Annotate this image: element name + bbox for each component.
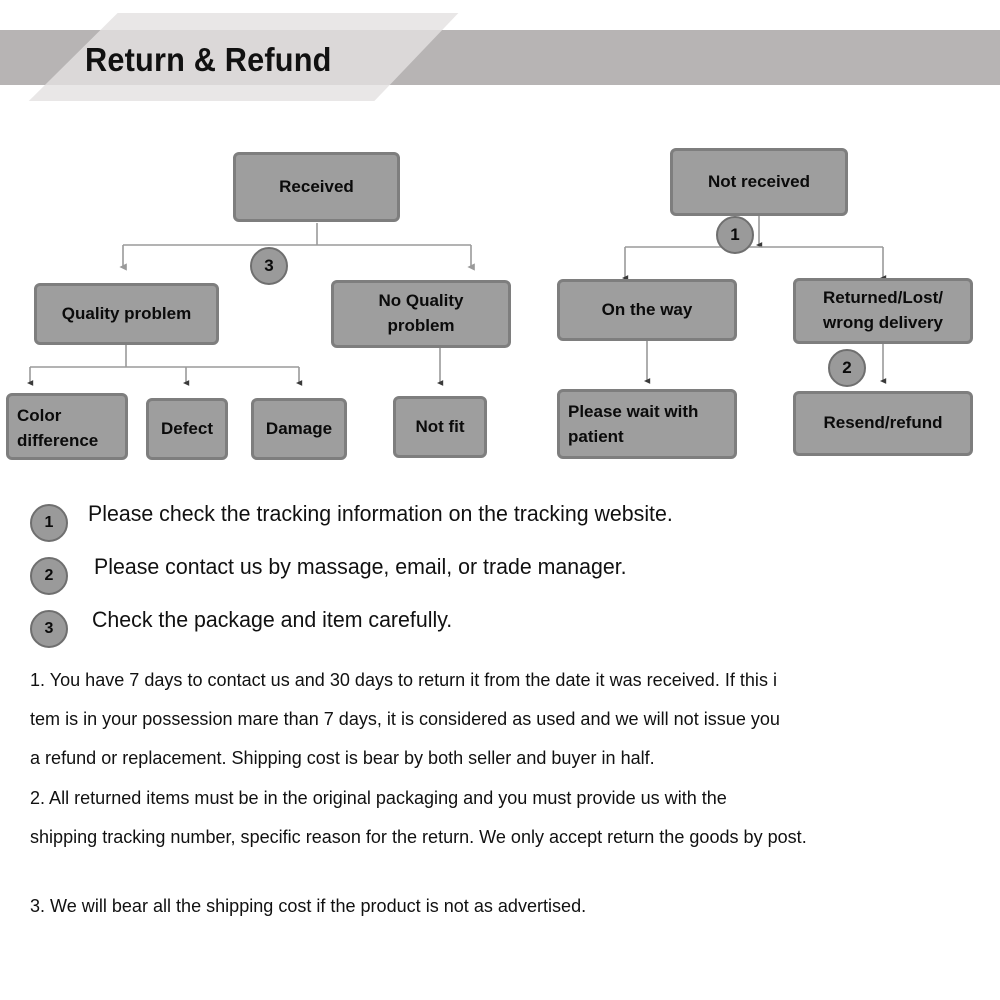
node-on-the-way-label: On the way (601, 299, 693, 319)
node-please-wait-line2: patient (568, 426, 624, 446)
legend-text-3: Check the package and item carefully. (92, 607, 453, 632)
node-defect-label: Defect (161, 418, 213, 438)
node-received[interactable]: Received (233, 152, 400, 222)
paragraph-2: 2. All returned items must be in the ori… (30, 778, 966, 856)
legend-badge-3[interactable]: 3 (30, 610, 68, 648)
legend-badge-1-label: 1 (44, 514, 54, 531)
node-no-quality-problem-line1: No Quality (378, 291, 464, 311)
legend-badge-1[interactable]: 1 (30, 504, 68, 542)
paragraph-2-line-1: 2. All returned items must be in the ori… (30, 787, 727, 808)
node-returned-lost-line2: wrong delivery (823, 313, 943, 332)
legend-item-1: 1 Please check the tracking information … (0, 498, 1000, 551)
node-damage-label: Damage (265, 418, 333, 438)
node-resend-refund[interactable]: Resend/refund (793, 391, 973, 456)
page-header: Return & Refund (0, 0, 1000, 115)
node-quality-problem-label: Quality problem (61, 303, 192, 323)
node-damage[interactable]: Damage (251, 398, 347, 460)
node-on-the-way[interactable]: On the way (557, 279, 737, 341)
node-returned-lost[interactable]: Returned/Lost/ wrong delivery (793, 278, 973, 344)
legend-badge-3-label: 3 (44, 620, 54, 637)
node-color-difference[interactable]: Color difference (6, 393, 128, 460)
node-please-wait[interactable]: Please wait with patient (557, 389, 737, 459)
paragraph-3: 3. We will bear all the shipping cost if… (30, 886, 966, 925)
legend-list: 1 Please check the tracking information … (0, 498, 1000, 657)
legend-item-2: 2 Please contact us by massage, email, o… (0, 551, 1000, 604)
legend-badge-2-label: 2 (44, 567, 54, 584)
node-not-fit-label: Not fit (415, 416, 465, 436)
paragraph-1-line-2: tem is in your possession mare than 7 da… (30, 708, 780, 729)
node-resend-refund-label: Resend/refund (823, 413, 943, 433)
paragraph-3-line-1: 3. We will bear all the shipping cost if… (30, 895, 587, 916)
badge-right-branch[interactable]: 1 (716, 216, 754, 254)
page-title: Return & Refund (85, 41, 332, 78)
legend-text-2: Please contact us by massage, email, or … (94, 554, 627, 579)
badge-left-branch-label: 3 (264, 256, 274, 275)
badge-left-branch[interactable]: 3 (250, 247, 288, 285)
legend-text-1: Please check the tracking information on… (88, 501, 673, 526)
node-color-difference-line1: Color (17, 406, 62, 425)
badge-resend-label: 2 (842, 358, 852, 377)
node-not-received[interactable]: Not received (670, 148, 848, 216)
paragraph-1-line-1: 1. You have 7 days to contact us and 30 … (30, 669, 777, 690)
node-color-difference-line2: difference (17, 430, 99, 450)
badge-resend[interactable]: 2 (828, 349, 866, 387)
paragraph-2-line-2: shipping tracking number, specific reaso… (30, 826, 807, 847)
node-defect[interactable]: Defect (146, 398, 228, 460)
node-not-received-label: Not received (707, 171, 811, 191)
node-no-quality-problem[interactable]: No Quality problem (331, 280, 511, 348)
paragraph-1-line-3: a refund or replacement. Shipping cost i… (30, 747, 655, 768)
node-quality-problem[interactable]: Quality problem (34, 283, 219, 345)
legend-badge-2[interactable]: 2 (30, 557, 68, 595)
node-not-fit[interactable]: Not fit (393, 396, 487, 458)
paragraph-1: 1. You have 7 days to contact us and 30 … (30, 660, 966, 777)
badge-right-branch-label: 1 (730, 225, 740, 244)
node-received-label: Received (279, 176, 354, 196)
node-please-wait-line1: Please wait with (568, 402, 699, 421)
legend-item-3: 3 Check the package and item carefully. (0, 604, 1000, 657)
flowchart-connectors (26, 216, 887, 386)
node-no-quality-problem-line2: problem (387, 316, 455, 335)
node-returned-lost-line1: Returned/Lost/ (823, 288, 943, 308)
flowchart: Received 3 Quality problem No Quality pr… (0, 115, 1000, 490)
